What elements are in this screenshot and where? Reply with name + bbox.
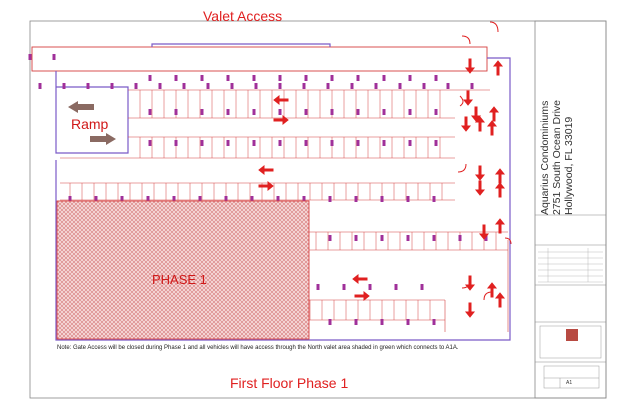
- valet-access-lane: [31, 46, 488, 72]
- firm-logo-box: [539, 325, 602, 359]
- ramp-label: Ramp: [71, 116, 109, 132]
- firm-logo-mark: [566, 329, 578, 341]
- ramp-arrow-left: [68, 101, 94, 113]
- ramp-arrow-right: [90, 133, 116, 145]
- project-info: Aquarius Condominiums 2751 South Ocean D…: [539, 100, 575, 215]
- traffic-flow-arrows: [258, 21, 512, 318]
- project-address: 2751 South Ocean Drive: [551, 100, 563, 215]
- sheet-number: A1: [566, 380, 573, 386]
- ramp-arrows: [68, 101, 116, 145]
- title-block-frame: [534, 20, 607, 399]
- building-outline: [55, 43, 511, 341]
- project-city: Hollywood, FL 33019: [563, 116, 575, 215]
- phase-label: PHASE 1: [152, 272, 207, 287]
- valet-access-title: Valet Access: [203, 8, 283, 24]
- phase-1-area: [56, 200, 310, 340]
- revision-table: [538, 248, 603, 283]
- project-name: Aquarius Condominiums: [539, 100, 551, 215]
- sheet-title: First Floor Phase 1: [230, 375, 349, 391]
- gate-access-note: Note: Gate Access will be closed during …: [57, 345, 459, 351]
